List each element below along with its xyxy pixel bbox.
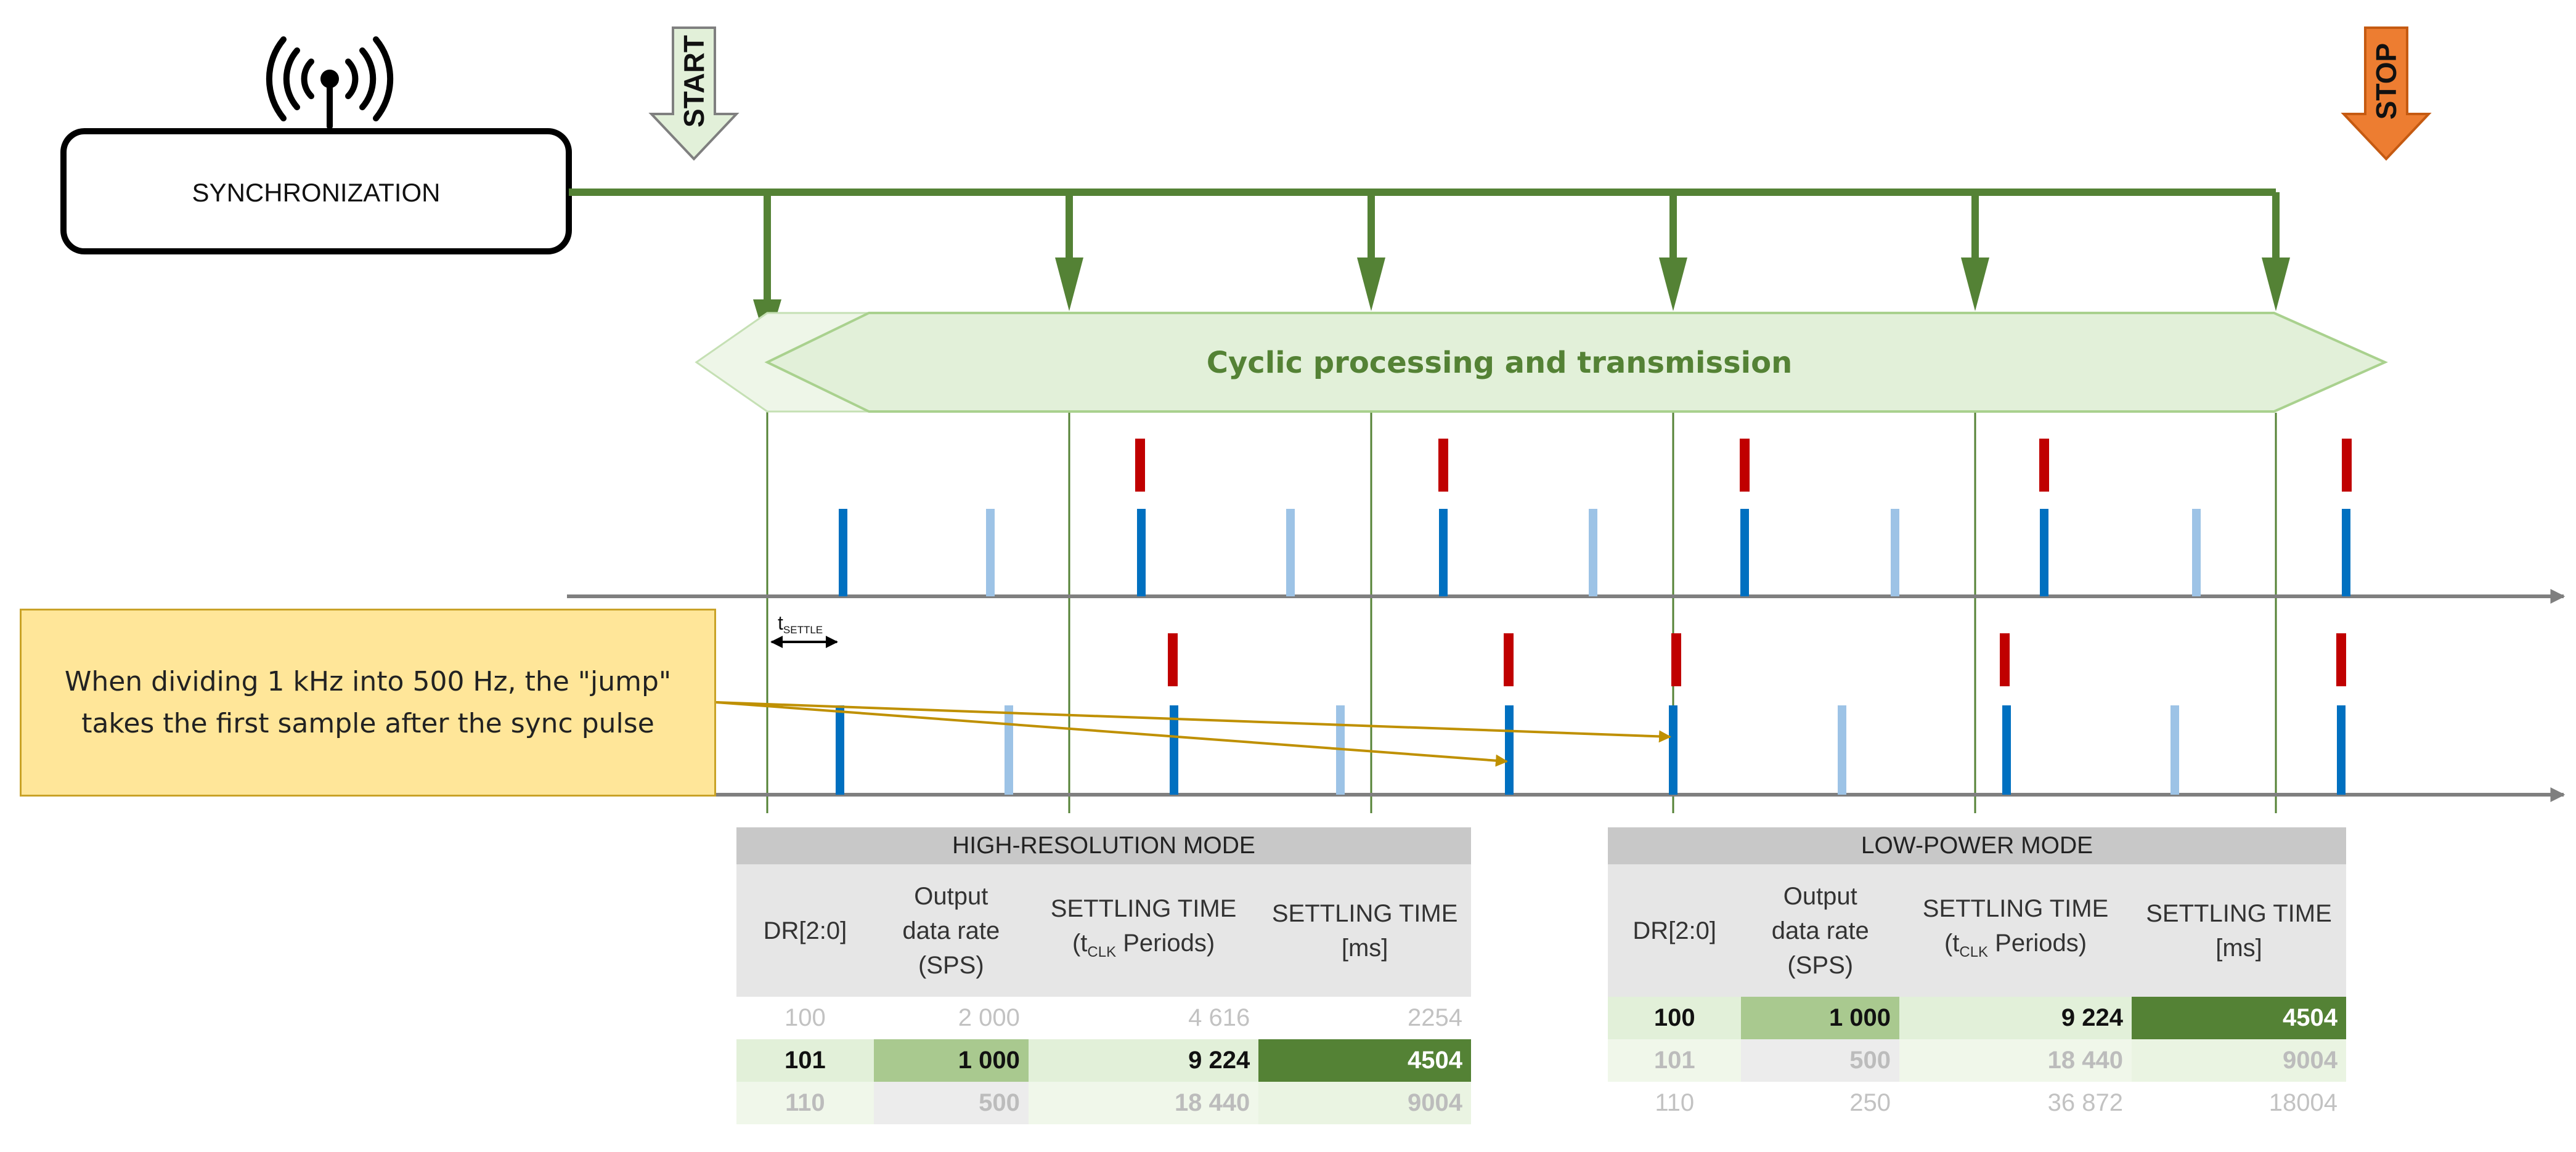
sample-dark — [1740, 509, 1749, 596]
red-marker — [2342, 439, 2352, 492]
sample-dark — [1170, 705, 1178, 795]
sample-light — [1005, 705, 1013, 795]
stop-label: STOP — [2370, 43, 2402, 120]
red-marker — [2000, 633, 2010, 686]
t-settle-label: tSETTLE — [778, 612, 823, 636]
start-arrow — [648, 26, 740, 161]
table-row: 110 250 36 872 18004 — [1655, 1089, 2338, 1116]
sample-dark — [2337, 705, 2346, 795]
sample-dark — [1137, 509, 1146, 596]
table-title: HIGH-RESOLUTION MODE — [736, 827, 1471, 864]
header-settle-clk: SETTLING TIME (tCLK Periods) — [1899, 864, 2132, 997]
table-row: 110 500 18 440 9004 — [736, 1082, 1471, 1124]
bottom-samples — [836, 705, 2346, 795]
red-marker — [1168, 633, 1178, 686]
sample-light — [1838, 705, 1846, 795]
sample-dark — [1505, 705, 1514, 795]
red-marker — [1135, 439, 1145, 492]
header-dr: DR[2:0] — [1608, 864, 1742, 997]
low-power-table: LOW-POWER MODE DR[2:0] Output data rate … — [1608, 827, 2346, 1124]
sync-guide-lines — [766, 308, 2277, 813]
table-row: 100 2 000 4 616 2254 — [785, 1004, 1462, 1031]
red-marker — [1671, 633, 1681, 686]
top-samples — [839, 509, 2350, 596]
start-label: START — [678, 35, 710, 128]
header-settle-ms: SETTLING TIME [ms] — [2132, 864, 2346, 997]
callout-line-1: When dividing 1 kHz into 500 Hz, the "ju… — [64, 665, 672, 697]
sample-dark — [2002, 705, 2011, 795]
sample-dark — [2040, 509, 2048, 596]
red-marker — [1504, 633, 1514, 686]
red-marker — [2039, 439, 2049, 492]
bottom-red-markers — [1168, 633, 2346, 686]
sample-light — [2170, 705, 2179, 795]
sample-dark — [836, 705, 844, 795]
table-row-selected: 101 1 000 9 224 4504 — [736, 1039, 1471, 1082]
sync-label: SYNCHRONIZATION — [192, 178, 441, 207]
high-resolution-table: HIGH-RESOLUTION MODE DR[2:0] Output data… — [736, 827, 1471, 1124]
sample-light — [1891, 509, 1899, 596]
sample-dark — [1669, 705, 1677, 795]
table-title: LOW-POWER MODE — [1608, 827, 2346, 864]
sample-light — [2192, 509, 2201, 596]
sample-light — [1589, 509, 1597, 596]
sample-dark — [2342, 509, 2350, 596]
sample-light — [1286, 509, 1295, 596]
sample-dark — [1439, 509, 1448, 596]
antenna-icon — [266, 36, 394, 129]
sync-bus — [569, 189, 2280, 302]
process-label: Cyclic processing and transmission — [1207, 346, 1792, 380]
stop-arrow — [2341, 26, 2432, 161]
top-red-markers — [1135, 439, 2352, 492]
sample-light — [986, 509, 995, 596]
red-marker — [1740, 439, 1750, 492]
header-rate: Output data rate (SPS) — [1741, 864, 1900, 997]
header-settle-clk: SETTLING TIME (tCLK Periods) — [1028, 864, 1259, 997]
table-row: 101 500 18 440 9004 — [1608, 1039, 2346, 1082]
process-bar — [764, 312, 2388, 413]
red-marker — [1438, 439, 1448, 492]
red-marker — [2336, 633, 2346, 686]
header-settle-ms: SETTLING TIME [ms] — [1258, 864, 1471, 997]
header-rate: Output data rate (SPS) — [873, 864, 1029, 997]
callout-arrows — [715, 701, 1671, 767]
callout-line-2: takes the first sample after the sync pu… — [81, 707, 654, 739]
header-dr: DR[2:0] — [736, 864, 874, 997]
jump-callout: When dividing 1 kHz into 500 Hz, the "ju… — [20, 609, 716, 797]
table-row-selected: 100 1 000 9 224 4504 — [1608, 997, 2346, 1039]
sample-dark — [839, 509, 847, 596]
